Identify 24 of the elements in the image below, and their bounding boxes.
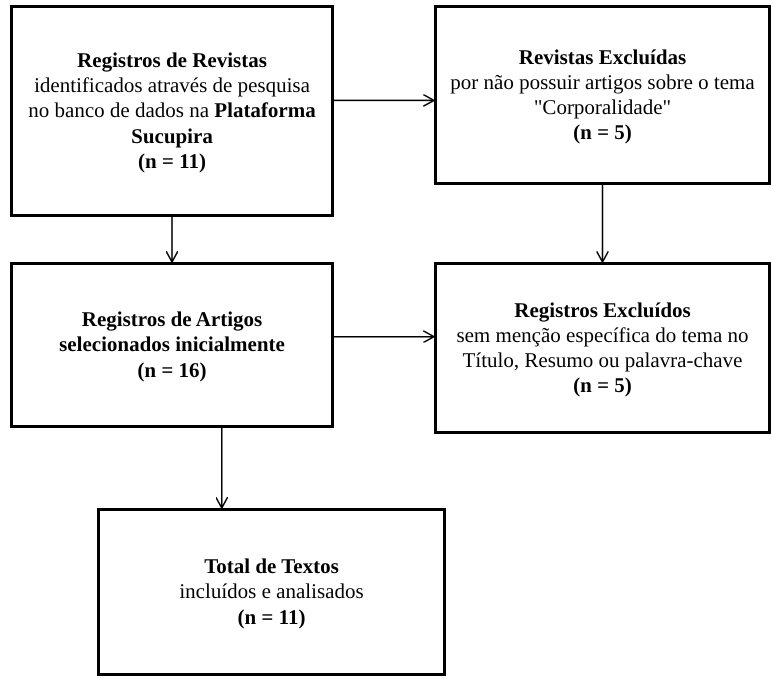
process-box [97,508,446,676]
box-heading: Total de Textos [204,554,339,580]
box-text: por não possuir artigos sobre o tema "Corporalidade" [449,70,756,120]
box-text: (n = 5) [573,120,632,146]
box-text: (n = 11) [238,604,306,630]
box-heading: Registros de Artigos selecionados inicialmente [58,307,286,358]
box-heading: Registros de Revistas [77,48,267,74]
box-text: incluídos e analisados [179,579,364,605]
box-text: (n = 5) [573,373,632,398]
box-text: sem menção específica do tema no Título, Resumo ou palavra-chave [455,322,750,374]
box-text: identificados através de pesquisa no banco de dados na Plataforma Sucupira [27,73,317,149]
arrow [334,330,435,344]
box-text: (n = 11) [138,148,206,174]
arrow [165,217,179,263]
process-box [10,262,334,428]
process-box [434,262,771,434]
process-box [10,5,334,217]
arrow [215,428,228,509]
process-box [434,5,771,185]
box-heading: Revistas Excluídas [518,44,686,70]
box-text: (n = 16) [137,358,207,383]
box-heading: Registros Excluídos [514,298,691,323]
arrow [334,94,435,108]
arrow [596,185,610,263]
